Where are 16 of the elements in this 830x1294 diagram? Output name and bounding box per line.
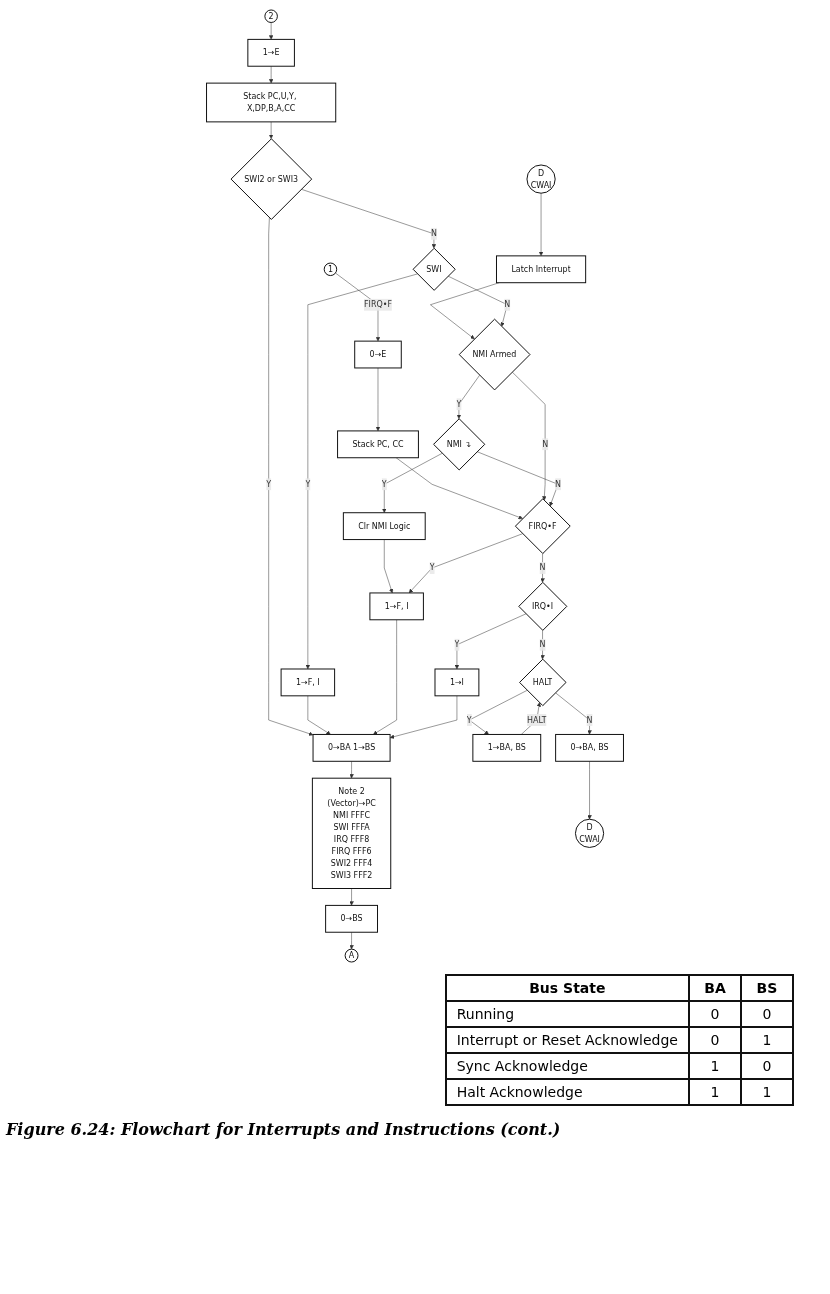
table-cell: 1: [689, 1053, 741, 1079]
table-cell: 1: [741, 1079, 793, 1105]
table-cell: 0: [741, 1001, 793, 1027]
table-cell: Running: [445, 1001, 689, 1027]
table-cell: 0: [689, 1001, 741, 1027]
table-cell: 1: [689, 1079, 741, 1105]
table-cell: Halt Acknowledge: [445, 1079, 689, 1105]
table-cell: Sync Acknowledge: [445, 1053, 689, 1079]
table-header: BS: [741, 975, 793, 1001]
figure-caption: Figure 6.24: Flowchart for Interrupts and Instructions (cont.): [6, 1120, 562, 1139]
table-cell: 0: [741, 1053, 793, 1079]
table-cell: Interrupt or Reset Acknowledge: [445, 1027, 689, 1053]
table-cell: 1: [741, 1027, 793, 1053]
table-header: BA: [689, 975, 741, 1001]
table-header: Bus State: [445, 975, 689, 1001]
table-cell: 0: [689, 1027, 741, 1053]
